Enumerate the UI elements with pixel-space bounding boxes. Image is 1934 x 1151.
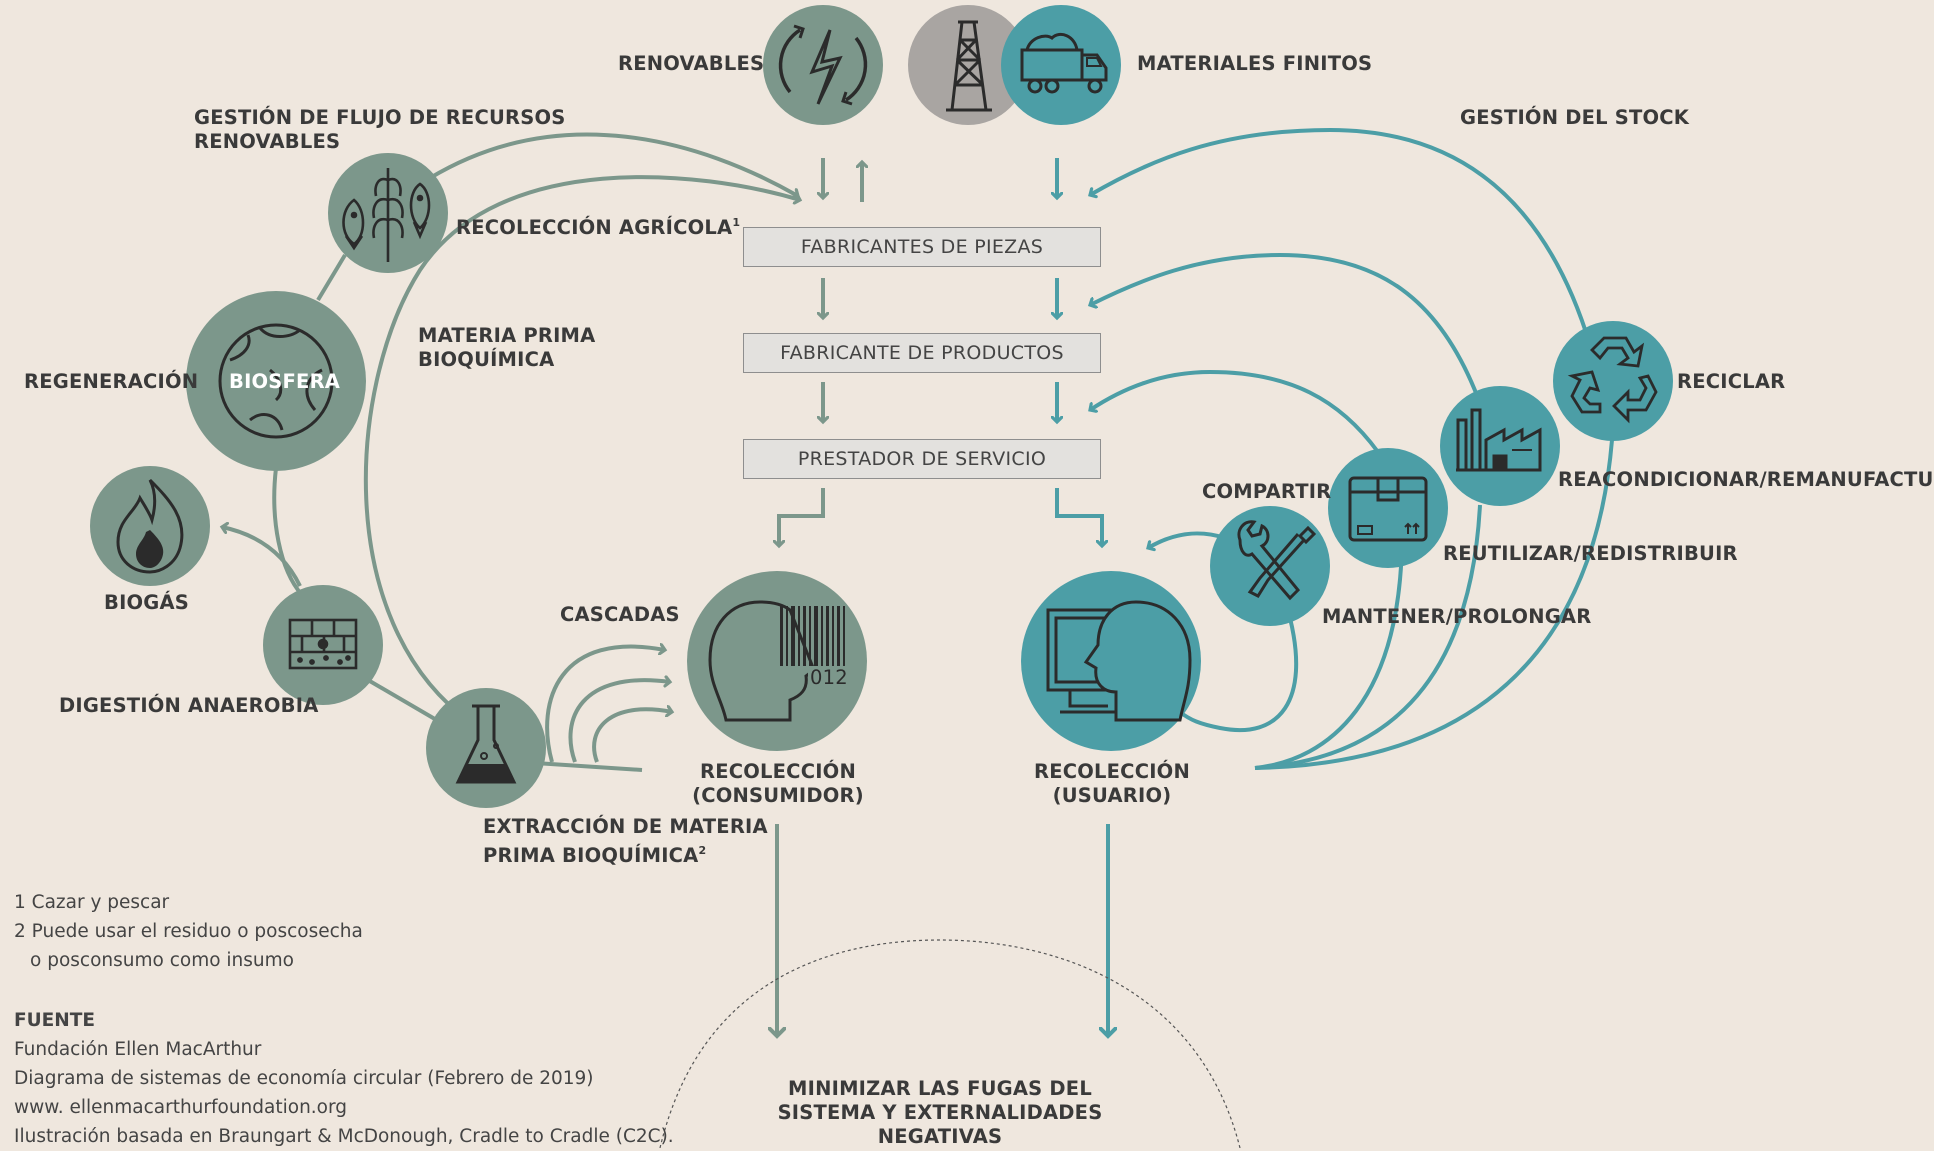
footnote-2-marker: 2 (698, 844, 707, 857)
refurbish-label: REACONDICIONAR/REMANUFACTURAR (1558, 468, 1934, 491)
user-collection-label-1: RECOLECCIÓN (1034, 760, 1190, 783)
flame-icon (116, 478, 184, 574)
barcode-number: 012 (808, 666, 850, 690)
source-line-2: Diagrama de sistemas de economía circula… (14, 1068, 594, 1089)
tools-icon (1237, 520, 1317, 601)
source-heading: FUENTE (14, 1010, 96, 1031)
globe-icon (218, 323, 334, 439)
cascade-arc-1 (545, 647, 665, 763)
parts-manufacturers-box: FABRICANTES DE PIEZAS (743, 227, 1101, 267)
truck-icon (1020, 33, 1108, 94)
recycle-icon (1567, 336, 1658, 424)
biogas-arrow (222, 527, 302, 587)
renewables-label: RENOVABLES (618, 52, 765, 75)
footnotes: 1 Cazar y pescar 2 Puede usar el residuo… (14, 888, 363, 975)
oil-rig-circle (908, 5, 1028, 125)
digestion-icon (288, 618, 358, 670)
biochemical-raw-material-label-1: MATERIA PRIMA (418, 324, 596, 347)
technical-flows (1090, 127, 1614, 770)
product-manufacturer-box: FABRICANTE DE PRODUCTOS (743, 333, 1101, 373)
footnote-2-line-1: 2 Puede usar el residuo o poscosecha (14, 921, 363, 942)
source-line-4: Ilustración basada en Braungart & McDono… (14, 1126, 674, 1147)
cascade-arc-2 (568, 680, 670, 763)
flow-management-label-2: RENOVABLES (194, 130, 341, 153)
leakage-label-1: MINIMIZAR LAS FUGAS DEL (788, 1077, 1092, 1100)
regeneration-label: REGENERACIÓN (24, 370, 199, 393)
biosphere-cycle-arc-3 (366, 678, 442, 724)
return-curve-3 (1254, 439, 1614, 770)
user-collection-label-2: (USUARIO) (1052, 784, 1172, 807)
stock-management-label: GESTIÓN DEL STOCK (1460, 106, 1690, 129)
source-line-1: Fundación Ellen MacArthur (14, 1039, 262, 1060)
source-line-3: www. ellenmacarthurfoundation.org (14, 1097, 348, 1118)
leakage-label-2: SISTEMA Y EXTERNALIDADES (777, 1101, 1103, 1124)
flow-management-label-1: GESTIÓN DE FLUJO DE RECURSOS (194, 106, 566, 129)
share-arrow (1148, 531, 1226, 548)
extraction-circle (426, 688, 546, 808)
leakage-dome (659, 939, 1241, 1148)
recycle-label: RECICLAR (1677, 370, 1786, 393)
arrow-service-to-user (1055, 488, 1102, 546)
stock-management-arc (1090, 127, 1592, 346)
biological-flows (222, 132, 800, 772)
return-curve-2 (1254, 504, 1482, 770)
anaerobic-digestion-label: DIGESTIÓN ANAEROBIA (59, 694, 319, 717)
footnote-1-marker: 1 (732, 216, 741, 229)
central-arrows (777, 158, 1108, 1036)
biosphere-label: BIOSFERA (229, 370, 341, 393)
renewable-energy-icon (778, 24, 868, 106)
factory-icon (1456, 408, 1542, 472)
return-curve-1 (1254, 539, 1404, 770)
biosphere-cycle-arc-1 (316, 253, 347, 302)
source-block: FUENTE Fundación Ellen MacArthur Diagram… (14, 1006, 674, 1151)
biosphere-circle (186, 291, 366, 471)
maintain-label: MANTENER/PROLONGAR (1322, 605, 1592, 628)
refurbish-circle (1440, 386, 1560, 506)
share-label: COMPARTIR (1202, 480, 1332, 503)
extraction-label-2: PRIMA BIOQUÍMICA2 (483, 844, 707, 867)
leakage-label-3: NEGATIVAS (877, 1125, 1003, 1148)
biogas-label: BIOGÁS (104, 591, 190, 614)
share-circle (1328, 448, 1448, 568)
flow-management-arc (428, 132, 798, 196)
cascade-arc-3 (592, 709, 672, 763)
truck-circle (1001, 5, 1121, 125)
flask-icon (455, 704, 517, 784)
biochemical-raw-material-label-2: BIOQUÍMICA (418, 348, 555, 371)
biosphere-cycle-arc-2 (272, 467, 304, 597)
node-circles (90, 5, 1673, 808)
arrow-service-to-consumer (779, 488, 825, 546)
agricultural-collection-label: RECOLECCIÓN AGRÍCOLA1 (456, 216, 741, 239)
refurbish-arc (1090, 252, 1480, 399)
consumer-collection-label-2: (CONSUMIDOR) (692, 784, 864, 807)
user-computer-icon (1046, 600, 1192, 722)
box-icon (1348, 476, 1428, 542)
reuse-arc (1090, 369, 1380, 454)
footnote-2-line-2: o posconsumo como insumo (30, 950, 294, 971)
oil-rig-icon (946, 20, 992, 112)
footnote-1: 1 Cazar y pescar (14, 892, 170, 913)
biochemical-arc (363, 175, 800, 724)
reuse-label: REUTILIZAR/REDISTRIBUIR (1443, 542, 1738, 565)
extraction-label-1: EXTRACCIÓN DE MATERIA (483, 815, 768, 838)
finite-materials-label: MATERIALES FINITOS (1137, 52, 1373, 75)
wheat-and-fish-icon (342, 168, 431, 262)
barcode-icon (780, 606, 845, 666)
consumer-collection-label-1: RECOLECCIÓN (700, 760, 856, 783)
cascades-label: CASCADAS (560, 603, 680, 626)
maintain-loop (1178, 617, 1299, 732)
service-provider-box: PRESTADOR DE SERVICIO (743, 439, 1101, 479)
